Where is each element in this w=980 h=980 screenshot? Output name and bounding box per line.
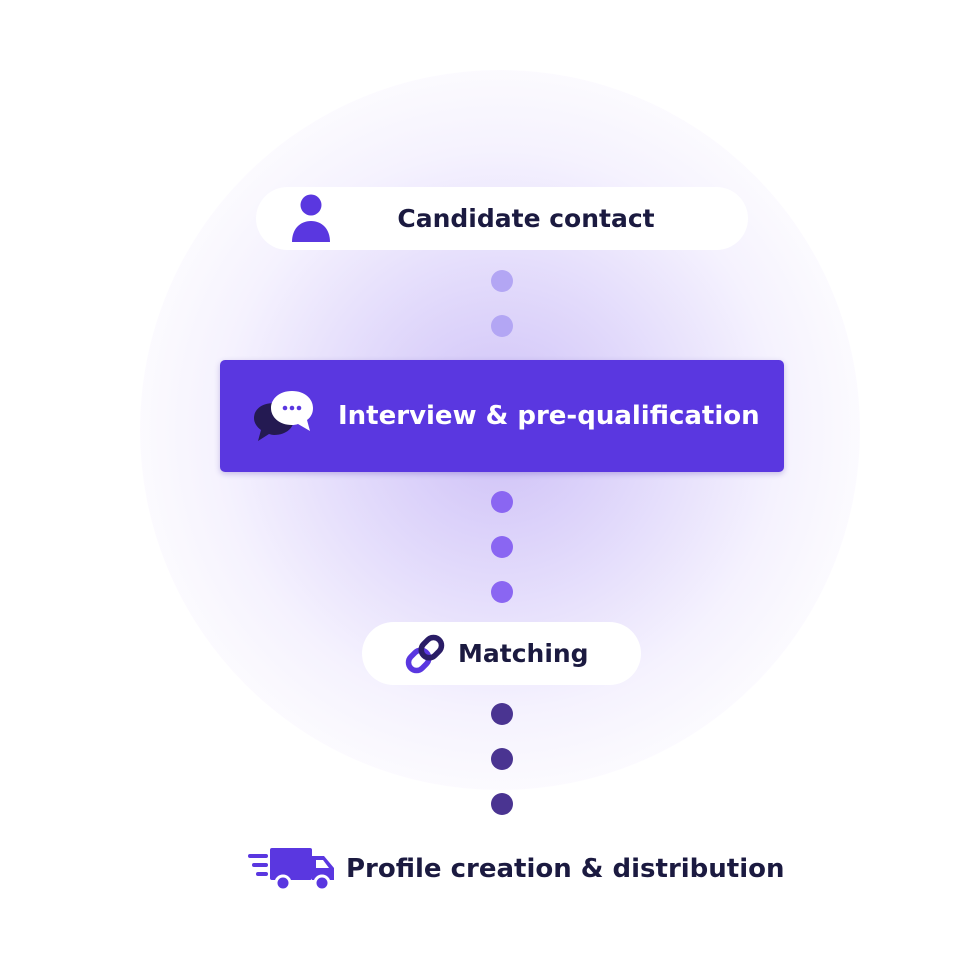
step-label: Interview & pre-qualification: [338, 401, 760, 431]
connector-dot: [491, 748, 513, 770]
connector-dot: [491, 536, 513, 558]
chat-bubbles-icon: [254, 391, 313, 441]
step-candidate-contact: Candidate contact: [256, 187, 748, 250]
step-label: Candidate contact: [397, 204, 655, 233]
step-profile-creation-distribution: Profile creation & distribution: [248, 844, 785, 894]
connector-dot: [491, 793, 513, 815]
step-matching: Matching: [362, 622, 641, 685]
connector-dot: [491, 703, 513, 725]
step-label: Matching: [458, 639, 589, 668]
connector-dot: [491, 491, 513, 513]
delivery-truck-icon: [248, 848, 334, 892]
person-icon: [292, 194, 330, 242]
step-interview-prequalification: Interview & pre-qualification: [220, 360, 784, 472]
connector-dot: [491, 581, 513, 603]
step-label: Profile creation & distribution: [346, 854, 785, 884]
link-icon: [405, 634, 445, 673]
connector-dot: [491, 270, 513, 292]
connector-dot: [491, 315, 513, 337]
